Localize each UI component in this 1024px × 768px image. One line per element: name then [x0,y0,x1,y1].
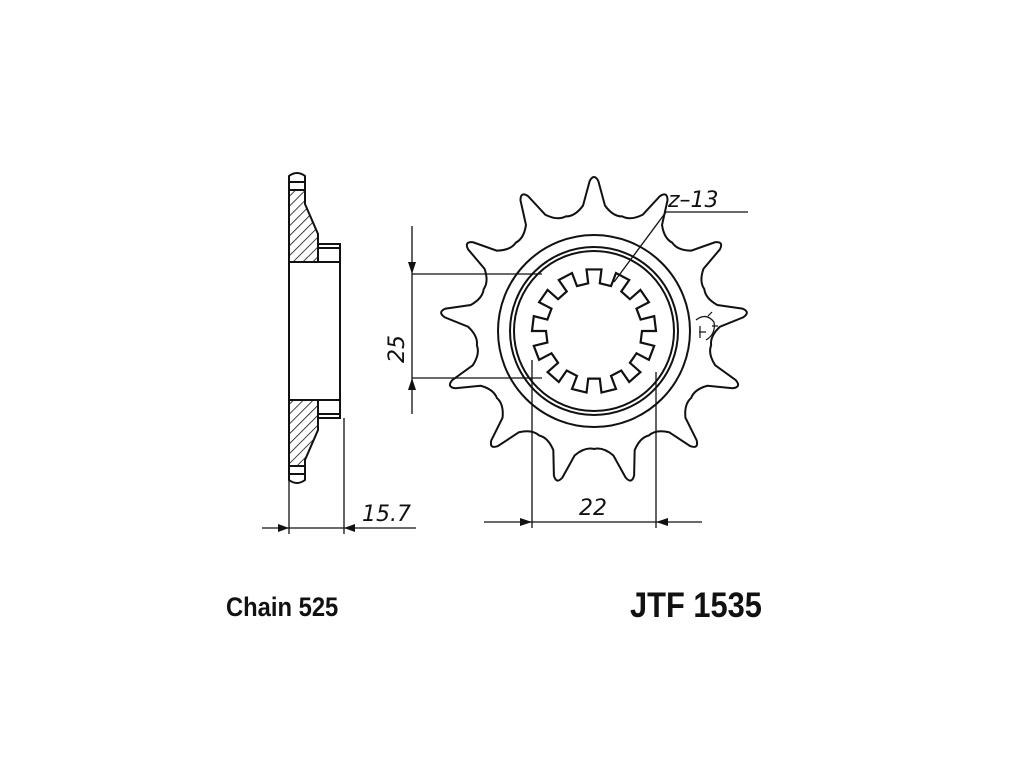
bore-dimension [408,226,542,414]
width-dimension [262,524,416,532]
spline-bore-outline [530,268,658,394]
spline-dimension-label: 22 [579,496,607,521]
stamp-mark [695,311,718,341]
spline-dimension [484,360,702,528]
sprocket-tooth-outline [440,176,748,482]
lower-hatched-section [288,399,319,467]
hub-inner-circle [513,250,675,412]
upper-hatched-section [288,189,319,263]
tooth-count-label: z–13 [667,188,719,213]
rim-circle [497,234,691,428]
width-dimension-label: 15.7 [362,502,411,527]
bore-dimension-label: 25 [385,335,410,363]
lower-tooth-tip [288,474,306,484]
hub-outer-circle [509,246,679,416]
chain-size-caption: Chain 525 [226,592,339,622]
tooth-count-leader [613,211,748,283]
sprocket-front-view [440,176,748,482]
upper-tooth-tip [288,172,306,182]
side-section-view [288,172,345,534]
part-number-caption: JTF 1535 [630,586,762,625]
